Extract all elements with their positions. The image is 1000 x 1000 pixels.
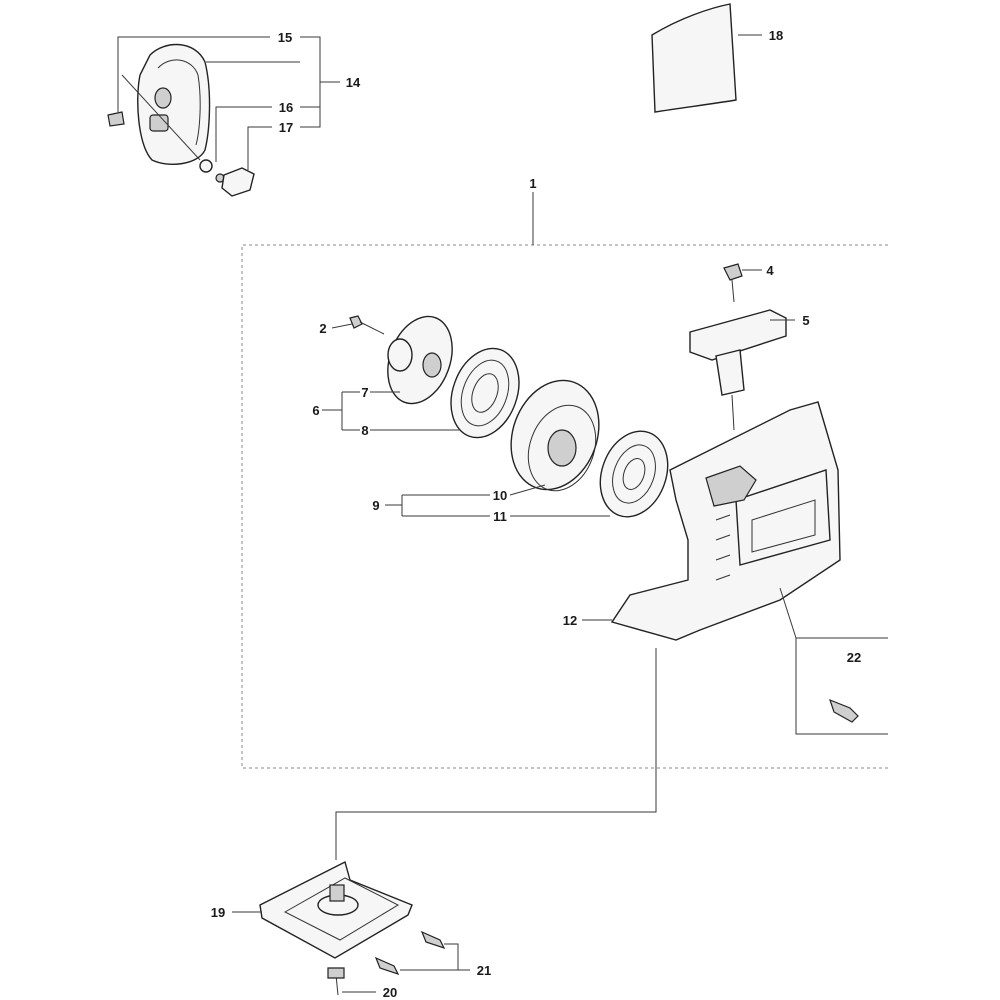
- callout-1: 1: [529, 176, 536, 191]
- bolts-21: [374, 930, 446, 976]
- callout-8: 8: [361, 423, 368, 438]
- callout-17: 17: [279, 120, 293, 135]
- callout-10: 10: [493, 488, 507, 503]
- callout-18: 18: [769, 28, 783, 43]
- bolt-20: [327, 967, 345, 996]
- callout-4: 4: [766, 263, 774, 278]
- callout-15: 15: [278, 30, 292, 45]
- starter-parts: [349, 315, 669, 518]
- callout-9: 9: [372, 498, 379, 513]
- screw-22: [829, 698, 859, 723]
- callout-7: 7: [361, 385, 368, 400]
- cover-assembly: [107, 43, 255, 197]
- callout-5: 5: [802, 313, 809, 328]
- assembly-boundary: [241, 244, 888, 769]
- guard-plate: [259, 860, 413, 959]
- leader-lines: [117, 34, 888, 993]
- handle-rope: [689, 263, 787, 431]
- callout-12: 12: [563, 613, 577, 628]
- callout-6: 6: [312, 403, 319, 418]
- callout-20: 20: [383, 985, 397, 1000]
- callout-22: 22: [847, 650, 861, 665]
- callout-19: 19: [211, 905, 225, 920]
- callout-labels: 1 2 4 5 6 7 8 9 10 11 12 14 15 16 17 18 …: [211, 28, 861, 1000]
- callout-14: 14: [346, 75, 361, 90]
- callout-11: 11: [493, 509, 507, 524]
- callout-21: 21: [477, 963, 491, 978]
- starter-housing: [610, 401, 841, 641]
- decal-sheet: [651, 3, 737, 113]
- callout-16: 16: [279, 100, 293, 115]
- callout-2: 2: [319, 321, 326, 336]
